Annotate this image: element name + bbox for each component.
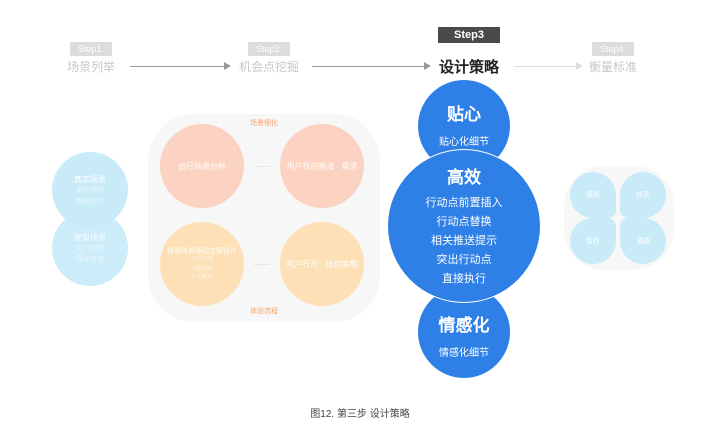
step4-petal-satisfaction-label: 满意 [636,238,650,245]
step3-circle-efficient: 高效 行动点前置插入 行动点替换 相关推送提示 突出行动点 直接执行 [388,150,540,302]
step2-emotion-copy-title: 情感体验驱动文案设计 [167,247,237,255]
step4-petal-perception: 感知 [570,172,616,218]
step3-efficient-item-5: 直接执行 [442,273,486,285]
step1-real-sub-2: 数据分析 [76,197,104,205]
step2-scene-analysis-title: 出行场景分析 [178,161,226,171]
arrow-3-head [576,62,583,70]
step2-top-label: 场景细化 [250,120,278,127]
arrow-3-line [514,66,578,67]
step2-connector-top [254,166,270,167]
step2-bottom-label: 体验流程 [250,308,278,315]
step2-circle-emotion-copy: 情感体验驱动文案设计 1.行为链 2.情绪板 3.文案库 [160,222,244,306]
step2-badge: Step2. [248,42,290,56]
step4-badge: Step4. [592,42,634,56]
step1-circle-virtual: 虚拟场景 用户旅程 痛点推演 [52,210,128,286]
step4-petal-perception-label: 感知 [586,192,600,199]
step3-thoughtful-item: 贴心化细节 [439,137,489,148]
step2-connector-bottom [254,264,270,265]
step3-efficient-title: 高效 [447,168,481,187]
step1-badge: Step1. [70,42,112,56]
step2-emotion-copy-sub-2: 2.情绪板 [190,265,214,272]
step3-badge: Step3 [438,27,500,43]
step4-label: 衡量标准 [588,60,637,74]
step3-efficient-item-1: 行动点前置插入 [425,197,503,209]
step4-petal-efficiency: 效率 [620,172,666,218]
step2-label: 机会点挖掘 [238,60,299,74]
step2-emotion-copy-sub-1: 1.行为链 [190,256,214,263]
arrow-2-head [424,62,431,70]
step2-user-behavior-title: 用户行为 · 体验策略 [286,259,358,269]
figure-caption: 图12. 第三步 设计策略 [310,409,410,420]
step4-petal-efficiency-label: 效率 [636,192,650,199]
step1-virtual-sub-1: 用户旅程 [76,244,104,252]
step3-thoughtful-title: 贴心 [447,105,481,124]
step1-real-title: 真实场景 [74,174,106,184]
arrow-1-line [130,66,226,67]
step2-circle-user-behavior: 用户行为 · 体验策略 [280,222,364,306]
arrow-2-line [312,66,426,67]
step2-circle-user-purpose: 用户目的推演 · 需求 [280,124,364,208]
step4-petal-satisfaction: 满意 [620,218,666,264]
step4-petal-retention: 留存 [570,218,616,264]
arrow-1-head [224,62,231,70]
step2-circle-scene-analysis: 出行场景分析 [160,124,244,208]
step1-real-sub-1: 用户调研 [76,186,104,194]
step3-emotional-title: 情感化 [438,316,490,335]
step3-efficient-item-2: 行动点替换 [436,216,492,228]
step3-emotional-item: 情感化细节 [439,348,489,359]
step2-user-purpose-title: 用户目的推演 · 需求 [286,161,358,171]
step4-petal-retention-label: 留存 [586,238,600,245]
step1-label: 场景列举 [66,60,115,74]
step3-efficient-item-4: 突出行动点 [436,254,492,266]
step1-virtual-sub-2: 痛点推演 [76,255,104,263]
step2-emotion-copy-sub-3: 3.文案库 [190,274,214,281]
step3-efficient-item-3: 相关推送提示 [431,235,497,247]
step3-label: 设计策略 [438,59,499,76]
step1-virtual-title: 虚拟场景 [74,232,106,242]
